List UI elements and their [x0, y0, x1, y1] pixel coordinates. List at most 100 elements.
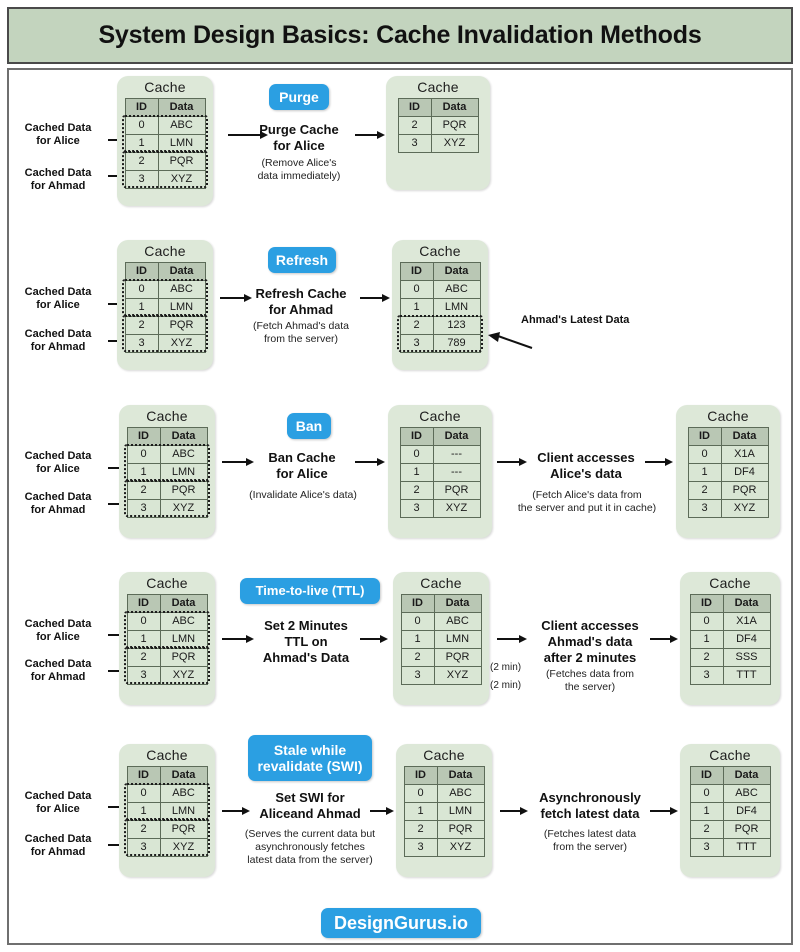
badge-ban[interactable]: Ban — [287, 413, 331, 439]
col-header-id: ID — [126, 594, 161, 613]
label-cached-data-ahmad-ban: Cached Data for Ahmad — [24, 491, 92, 516]
cache-title: Cache — [146, 747, 188, 763]
step-subtext-purge: (Remove Alice's data immediately) — [257, 157, 341, 182]
col-header-id: ID — [124, 262, 159, 281]
label-cached-data-ahmad-swi: Cached Data for Ahmad — [24, 833, 92, 858]
table-header-row: ID Data — [400, 594, 482, 613]
table-header-row: ID Data — [403, 766, 485, 785]
label-cached-data-alice-ban: Cached Data for Alice — [24, 450, 92, 475]
badge-label-line2: revalidate (SWI) — [257, 758, 363, 774]
ttl-tag-row2: (2 min) — [490, 662, 522, 673]
col-header-data: Data — [720, 427, 769, 446]
step2-subtext-ttl: (Fetches data from the server) — [545, 668, 635, 693]
badge-swi[interactable]: Stale while revalidate (SWI) — [248, 735, 372, 781]
col-header-data: Data — [159, 427, 208, 446]
arrow-step-ttl — [222, 634, 254, 644]
cache-title: Cache — [144, 79, 186, 95]
cache-title: Cache — [420, 575, 462, 591]
table-header-row: ID Data — [687, 427, 769, 446]
col-header-data: Data — [432, 427, 481, 446]
step2-text-ban: Client accesses Alice's data — [537, 450, 635, 481]
step-text-ban: Ban Cache for Alice — [268, 450, 336, 481]
arrow-step-swi — [222, 806, 250, 816]
brand-label: DesignGurus.io — [333, 912, 468, 933]
step2-subtext-ban: (Fetch Alice's data from the server and … — [517, 489, 657, 514]
table-header-row: ID Data — [689, 594, 771, 613]
arrow-mid-swi — [370, 806, 394, 816]
col-header-id: ID — [689, 766, 724, 785]
step-text-swi: Set SWI for Aliceand Ahmad — [259, 790, 361, 821]
badge-ttl[interactable]: Time-to-live (TTL) — [240, 578, 380, 604]
table-row: 0--- — [399, 445, 481, 464]
col-header-data: Data — [433, 594, 482, 613]
brand-badge[interactable]: DesignGurus.io — [321, 908, 481, 938]
arrow-result-purge — [355, 130, 385, 140]
step2-subtext-swi: (Fetches latest data from the server) — [543, 828, 637, 853]
cache-title: Cache — [417, 79, 459, 95]
label-cached-data-ahmad-ttl: Cached Data for Ahmad — [24, 658, 92, 683]
arrow-mid-ttl — [360, 634, 388, 644]
col-header-id: ID — [689, 594, 724, 613]
arrow-result-ttl — [650, 634, 678, 644]
col-header-id: ID — [403, 766, 438, 785]
page-title: System Design Basics: Cache Invalidation… — [98, 21, 702, 49]
col-header-id: ID — [400, 594, 435, 613]
col-header-data: Data — [159, 594, 208, 613]
badge-purge[interactable]: Purge — [269, 84, 329, 110]
arrow-step-ban — [222, 457, 254, 467]
badge-label: Purge — [279, 89, 319, 105]
arrow-step2-ban — [497, 457, 527, 467]
table-header-row: ID Data — [126, 427, 208, 446]
badge-refresh[interactable]: Refresh — [268, 247, 336, 273]
table-header-row: ID Data — [399, 427, 481, 446]
cache-title: Cache — [146, 575, 188, 591]
col-header-data: Data — [157, 262, 206, 281]
